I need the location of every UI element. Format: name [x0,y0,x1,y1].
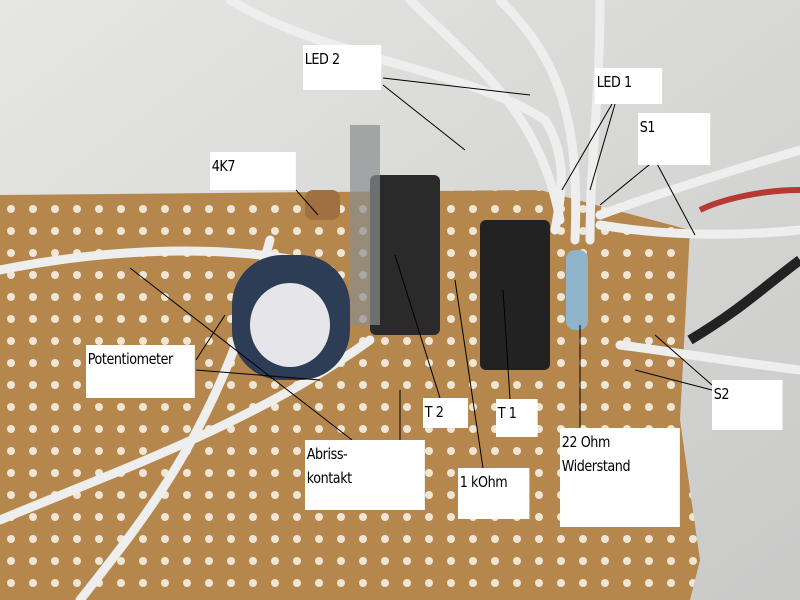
label-s1: S1 [638,113,711,165]
black-wire [687,256,800,345]
label-s2: S2 [712,380,783,430]
resistor-4k7 [305,190,340,220]
label-t1: T 1 [496,399,538,437]
red-wire [698,187,800,213]
label-22ohm-widerstand: 22 Ohm Widerstand [560,428,680,527]
label-led2: LED 2 [303,45,382,90]
transistor-t1 [480,220,550,370]
label-1kohm: 1 kOhm [458,468,530,519]
transistor-t2 [370,175,440,335]
label-abrisskontakt: Abriss- kontakt [305,440,425,510]
potentiometer-part [232,255,350,380]
heatsink [350,125,380,325]
label-4k7: 4K7 [210,152,296,190]
leader-lines [129,77,713,469]
label-potentiometer: Potentiometer [86,345,195,398]
label-led1: LED 1 [595,68,663,104]
label-t2: T 2 [423,398,469,428]
resistor-22ohm [566,250,588,330]
